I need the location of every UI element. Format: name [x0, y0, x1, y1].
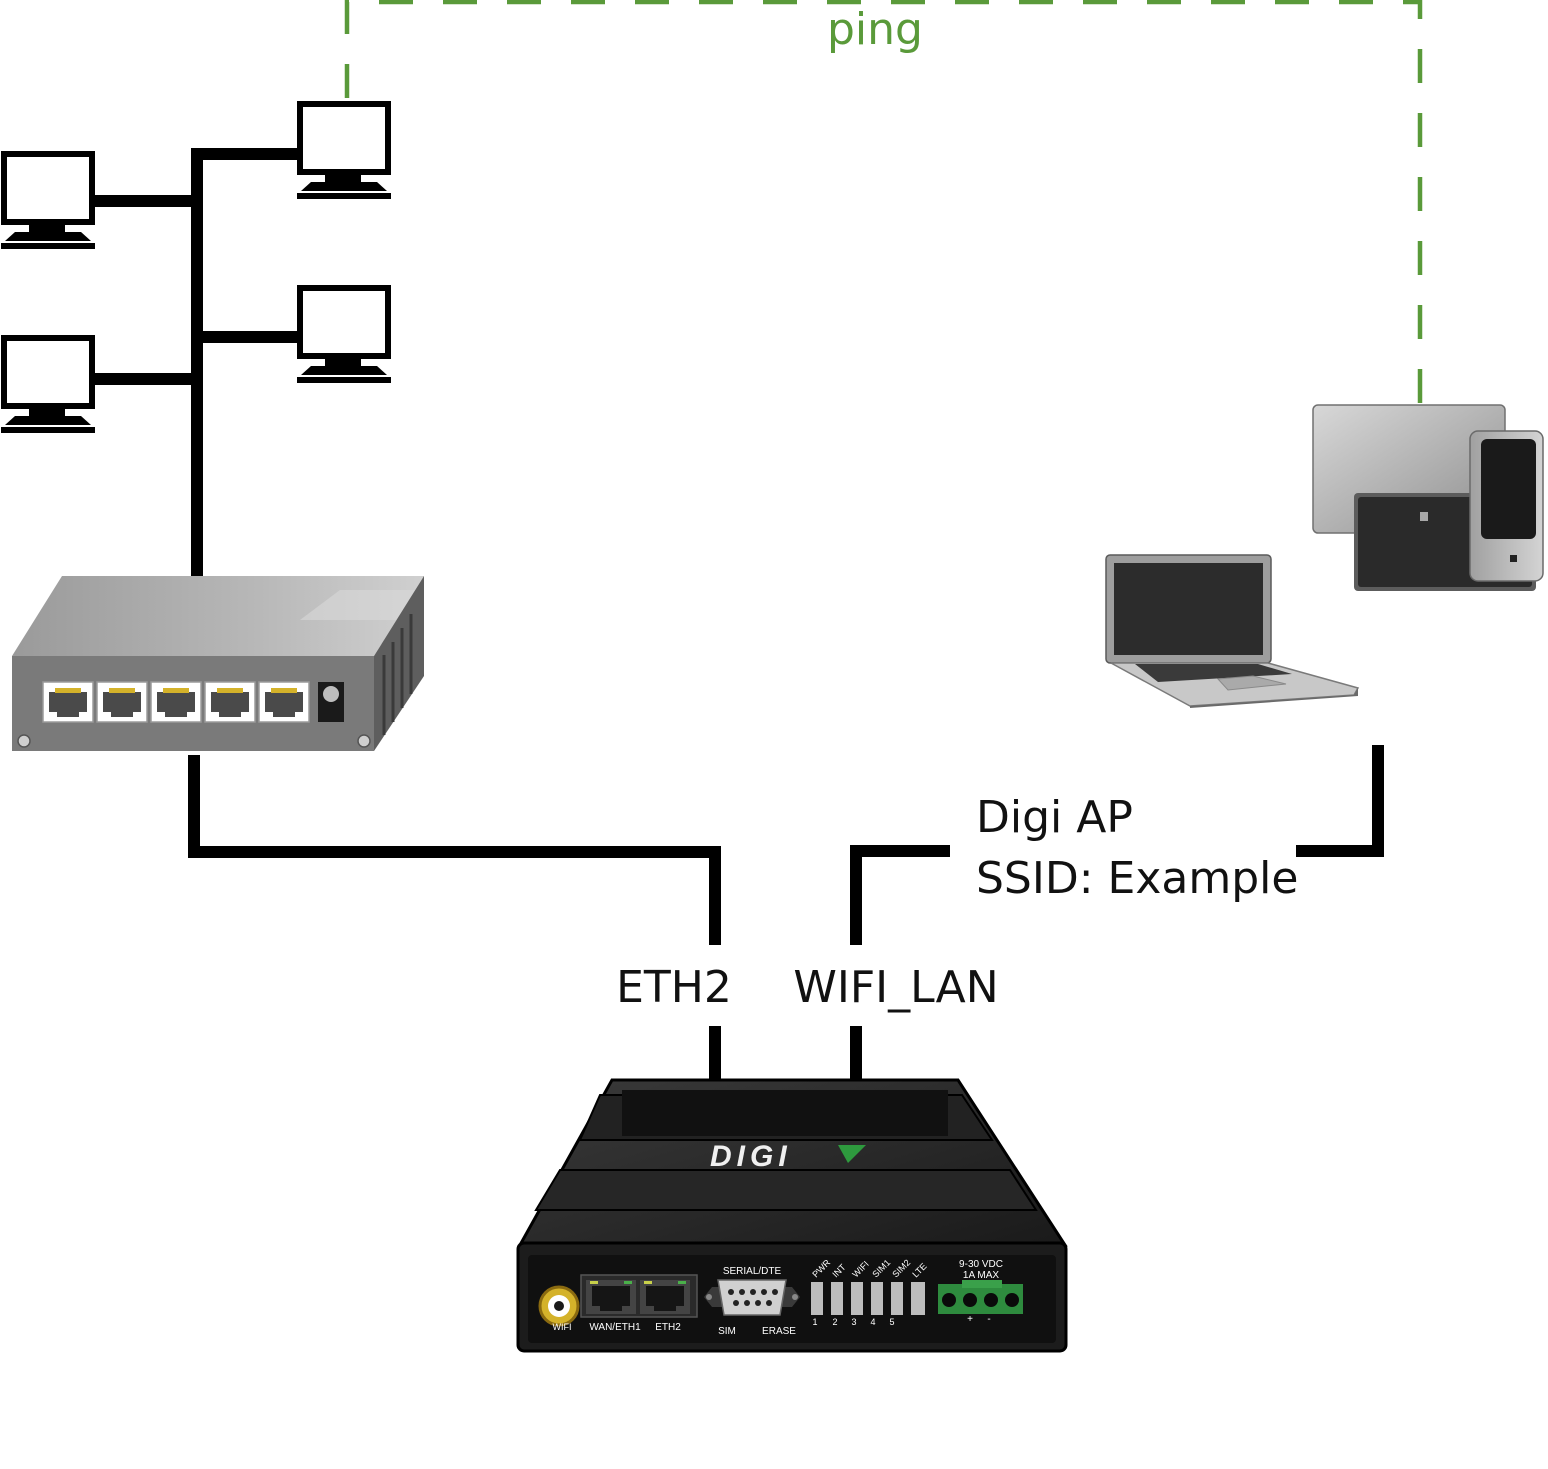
laptop-icon — [1105, 554, 1360, 708]
svg-text:1: 1 — [812, 1317, 817, 1327]
svg-text:DIGI: DIGI — [710, 1140, 792, 1173]
network-switch-icon — [12, 576, 424, 751]
router-power-plus: + — [967, 1314, 973, 1325]
router-wan-port-label: WAN/ETH1 — [589, 1322, 641, 1333]
router-sim-label: SIM — [718, 1326, 736, 1337]
ping-link — [344, 0, 1423, 410]
router-serial-port-label: SERIAL/DTE — [723, 1266, 782, 1277]
router-power-minus: - — [987, 1314, 990, 1325]
digi-logo: DIGI — [710, 1140, 866, 1173]
eth2-cable — [188, 755, 721, 945]
desktop-computer-icon — [297, 288, 391, 383]
eth2-label: ETH2 — [616, 962, 732, 1013]
ssid-label: SSID: Example — [976, 853, 1298, 904]
router-wifi-port-label: WIFI — [553, 1322, 572, 1332]
svg-text:2: 2 — [832, 1317, 837, 1327]
desktop-computer-icon — [1, 338, 95, 433]
ap-name-label: Digi AP — [976, 792, 1133, 843]
router-power-rating: 9-30 VDC — [959, 1259, 1003, 1270]
router-signal-numbers: 1 2 3 4 5 — [812, 1317, 894, 1327]
router-erase-label: ERASE — [762, 1326, 796, 1337]
router-eth2-port-label: ETH2 — [655, 1322, 681, 1333]
digi-router-icon: DIGI WIFI WAN/ETH1 ETH2 SERIAL/DTE S — [516, 1078, 1068, 1353]
lan-cables — [90, 148, 300, 576]
svg-text:5: 5 — [889, 1317, 894, 1327]
wifi-lan-link — [850, 845, 950, 945]
wireless-clients — [1105, 404, 1544, 708]
desktop-computer-icon — [1, 154, 95, 249]
ping-dashed-line — [344, 0, 1423, 410]
wifi-lan-label: WIFI_LAN — [793, 962, 998, 1013]
svg-text:3: 3 — [851, 1317, 856, 1327]
desktop-computer-icon — [297, 104, 391, 199]
ping-label: ping — [827, 4, 923, 55]
smartphone-icon — [1469, 430, 1544, 582]
router-leds — [811, 1282, 925, 1315]
router-power-current: 1A MAX — [963, 1270, 999, 1281]
svg-text:4: 4 — [870, 1317, 875, 1327]
